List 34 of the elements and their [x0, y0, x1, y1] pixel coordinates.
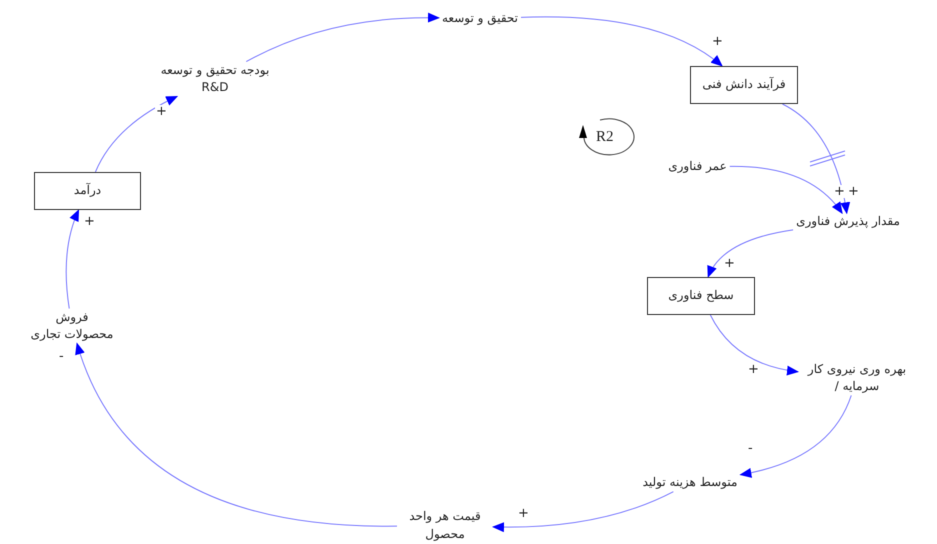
variable-label: سطح فناوری — [668, 287, 734, 304]
arrow — [66, 209, 80, 310]
arrow — [76, 342, 398, 527]
arrow — [94, 96, 178, 172]
variable-label: تحقیق و توسعه — [442, 10, 518, 28]
variable-label: فرآیند دانش فنی — [702, 76, 786, 94]
variable-box — [647, 277, 755, 315]
polarity-sign: + — [833, 185, 846, 198]
variable-box — [34, 172, 141, 210]
polarity-sign: + — [517, 507, 530, 520]
variable-label: متوسط هزینه تولید — [642, 474, 738, 492]
loop-label: R2 — [595, 130, 615, 145]
polarity-sign: + — [711, 35, 724, 48]
variable-label: فروش محصولات تجاری — [30, 308, 114, 343]
variable-label: درآمد — [74, 182, 102, 200]
arrow — [520, 16, 723, 67]
arrow — [710, 314, 799, 376]
variable-label: بهره وری نیروی کار سرمایه / — [806, 360, 908, 395]
variable-label: مقدار پذیرش فناوری — [796, 213, 900, 230]
polarity-sign: + — [155, 105, 168, 118]
arrow — [729, 166, 843, 214]
polarity-sign: + — [723, 257, 736, 270]
variable-label: بودجه تحقیق و توسعه R&D — [160, 62, 270, 96]
arrow — [782, 104, 850, 214]
variable-label: عمر فناوری — [668, 158, 727, 176]
arrow — [739, 394, 852, 478]
arrow — [708, 229, 794, 278]
variable-box — [690, 66, 798, 104]
arrow — [492, 491, 674, 532]
variable-label: قیمت هر واحد محصول — [408, 508, 482, 543]
polarity-sign: + — [747, 363, 760, 376]
polarity-sign: + — [847, 185, 860, 198]
arrow — [246, 12, 440, 62]
polarity-sign: + — [83, 215, 96, 228]
